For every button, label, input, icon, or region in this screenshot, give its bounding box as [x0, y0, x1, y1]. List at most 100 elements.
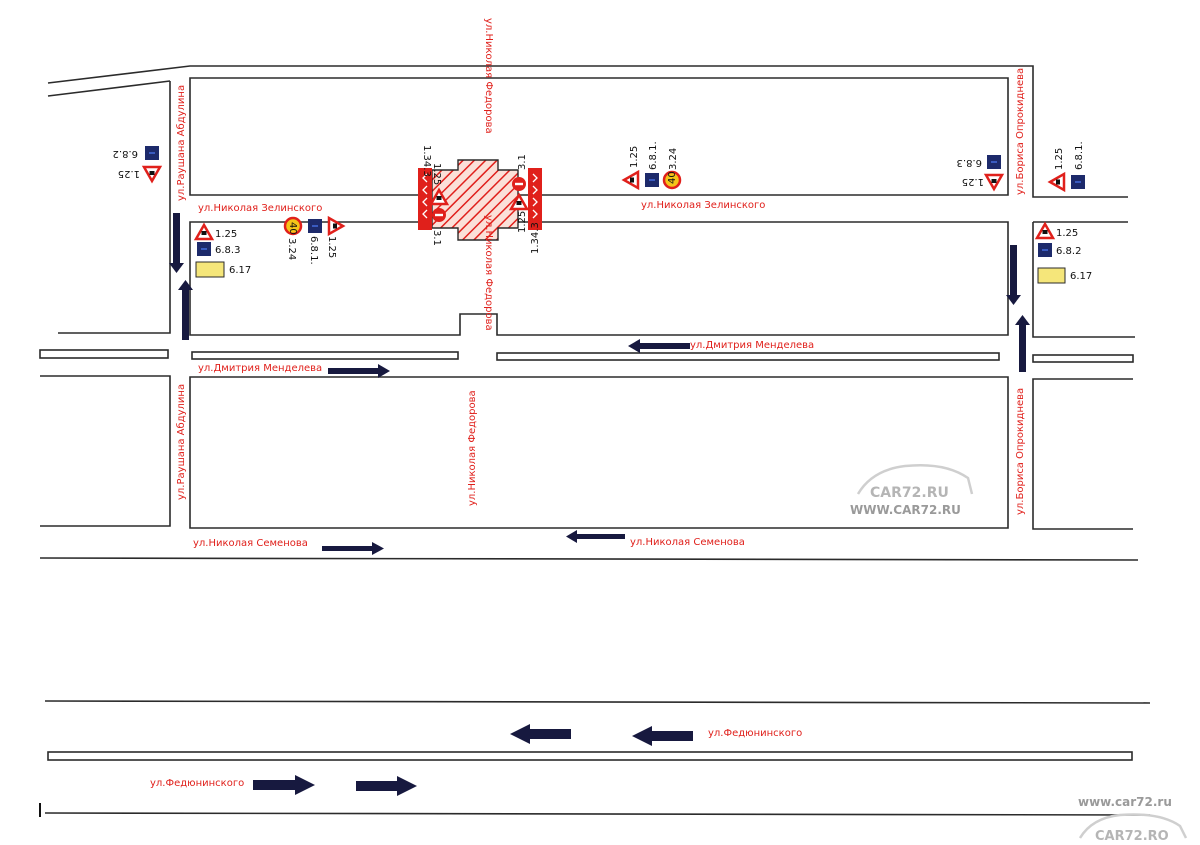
sign-code-6-8-3: 6.8.3 [957, 157, 982, 168]
block-middle [189, 221, 1009, 336]
street-label-semenova-west: ул.Николая Семенова [193, 538, 308, 549]
no-entry-sign-icon [512, 177, 526, 191]
speed-limit-value: 40 [287, 222, 298, 235]
sign-code-3-24: 3.24 [286, 238, 297, 260]
watermark-logo: CAR72.RU [870, 485, 949, 501]
works-sign-icon [984, 173, 1004, 191]
block-south-mid [189, 376, 1009, 529]
no-entry-sign-icon [432, 208, 446, 222]
median-mendeleeva-mid [191, 351, 459, 360]
detour-sign-icon [1037, 267, 1066, 284]
direction-sign-icon [145, 146, 159, 160]
sign-code-6-17: 6.17 [229, 265, 251, 276]
sign-code-3-24: 3.24 [668, 148, 679, 170]
barrier-east-chevrons [532, 173, 538, 219]
road-fedyuninskogo-north [44, 700, 1151, 704]
sign-group-speed-west: 40 3.24 6.8.1. 1.25 [283, 216, 345, 265]
car-logo-icon [1078, 813, 1188, 839]
sign-code-3-1-west: 3.1 [431, 230, 442, 246]
traffic-arrows [169, 213, 1030, 796]
arrow-left-icon [566, 530, 625, 543]
sign-group-speed-east: 40 1.25 6.8.1. 3.24 [622, 141, 682, 190]
works-sign-icon [142, 165, 162, 183]
works-sign-icon [327, 216, 345, 236]
car-logo-icon [856, 463, 974, 495]
sign-code-1-25: 1.25 [118, 168, 140, 179]
sign-code-1-25-west: 1.25 [431, 163, 442, 185]
street-label-abdulina-north: ул.Раушана Абдулина [176, 85, 187, 201]
direction-sign-icon [987, 155, 1001, 169]
block-south-east [1032, 378, 1133, 530]
direction-sign-icon [197, 242, 211, 256]
barrier-west-chevrons [422, 173, 428, 219]
sign-code-6-8-3: 6.8.3 [215, 245, 240, 256]
sign-code-1-25: 1.25 [326, 236, 337, 258]
street-labels: ул.Николая Зелинского ул.Николая Зелинск… [150, 18, 1026, 789]
sign-code-1-34-3-west: 1.34.3 [421, 145, 432, 177]
works-sign-icon [1035, 222, 1055, 240]
street-label-fedyuninskogo-east: ул.Федюнинского [708, 728, 802, 739]
median-mendeleeva-far-east [1032, 354, 1134, 363]
sign-code-6-8-2: 6.8.2 [1056, 246, 1081, 257]
sign-code-6-17: 6.17 [1070, 271, 1092, 282]
arrow-right-icon [328, 364, 390, 378]
watermark-corner-url: www.car72.ru [1078, 795, 1172, 809]
sign-code-6-8-1: 6.8.1. [1074, 141, 1085, 170]
street-label-fedorova-north: ул.Николая Федорова [483, 18, 494, 134]
arrow-right-icon [356, 776, 417, 796]
sign-group-northwest: 6.8.2 1.25 [113, 146, 162, 183]
barrier-west [418, 168, 432, 230]
block-south-west [40, 375, 171, 527]
block-east [1032, 221, 1135, 338]
speed-limit-sign-icon [283, 216, 303, 236]
barrier-east [528, 168, 542, 230]
sign-group-west: 1.25 6.8.3 6.17 [194, 223, 251, 278]
detour-sign-icon [195, 261, 225, 278]
median-mendeleeva-west [39, 349, 169, 359]
road-network [39, 65, 1151, 816]
direction-sign-icon [1038, 243, 1052, 257]
sign-code-6-8-1: 6.8.1. [648, 141, 659, 170]
speed-limit-value: 40 [667, 171, 678, 184]
arrow-right-icon [322, 542, 384, 555]
road-top-edge-inner [47, 80, 171, 97]
block-top [189, 77, 1009, 196]
sign-code-1-34-3-east: 1.34.3 [530, 222, 541, 254]
works-sign-icon [622, 170, 640, 190]
direction-sign-icon [645, 173, 659, 187]
sign-code-3-1-east: 3.1 [517, 154, 528, 170]
street-label-fedorova-mid: ул.Николая Федорова [483, 215, 494, 331]
street-label-fedorova-south: ул.Николая Федорова [467, 390, 478, 506]
street-label-fedyuninskogo-west: ул.Федюнинского [150, 778, 244, 789]
arrow-down-icon [1006, 245, 1021, 305]
works-sign-icon [194, 223, 214, 241]
street-label-zelinskogo-east: ул.Николая Зелинского [641, 200, 765, 211]
sign-code-6-8-1: 6.8.1. [308, 236, 319, 265]
road-semenova-south [39, 557, 1139, 561]
road-fedyuninskogo-south [44, 812, 1151, 816]
street-label-zelinskogo-west: ул.Николая Зелинского [198, 203, 322, 214]
street-label-semenova-east: ул.Николая Семенова [630, 537, 745, 548]
street-label-mendeleeva-west: ул.Дмитрия Менделева [198, 363, 322, 374]
street-label-mendeleeva-east: ул.Дмитрия Менделева [690, 340, 814, 351]
sign-group-far-east: 1.25 6.8.1. [1048, 141, 1085, 192]
arrow-left-icon [510, 724, 571, 744]
street-label-oprokidneva-north: ул.Бориса Опрокиднева [1015, 68, 1026, 195]
works-sign-icon [1048, 172, 1066, 192]
sign-code-1-25: 1.25 [215, 229, 237, 240]
block-west-top [58, 81, 171, 334]
sign-code-1-25: 1.25 [962, 176, 984, 187]
speed-limit-sign-icon [662, 170, 682, 190]
road-top-edge-outer [47, 65, 1128, 198]
arrow-left-icon [632, 726, 693, 746]
direction-sign-icon [1071, 175, 1085, 189]
sign-code-6-8-2: 6.8.2 [113, 148, 138, 159]
watermark-center: CAR72.RU WWW.CAR72.RU [850, 463, 974, 517]
arrow-up-icon [178, 280, 193, 340]
sign-group-northeast: 6.8.3 1.25 [957, 155, 1004, 191]
median-mendeleeva-east [496, 352, 1000, 361]
arrow-right-icon [253, 775, 315, 795]
arrow-down-icon [169, 213, 184, 273]
median-fedyuninskogo [47, 751, 1133, 761]
